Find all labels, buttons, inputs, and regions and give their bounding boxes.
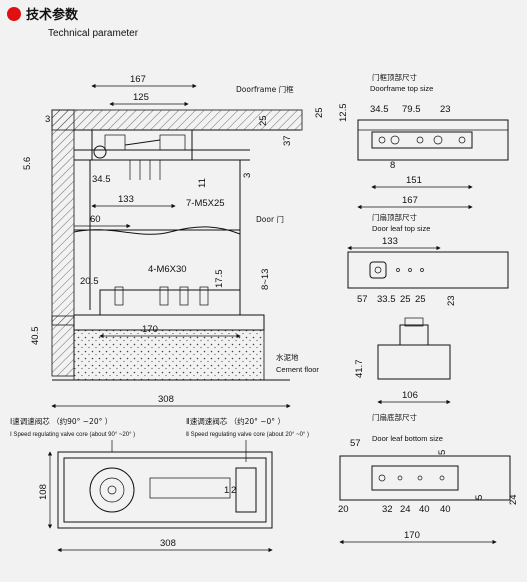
label-cement-en: Cement floor	[276, 365, 319, 374]
dim-20-5: 20.5	[80, 276, 99, 287]
frame-top-title-cn: 门框顶部尺寸	[372, 72, 417, 82]
bottom-plan-view	[57, 440, 273, 529]
leaf-bottom-dim-24b: 24	[400, 504, 411, 515]
frame-top-title-en: Doorframe top size	[370, 84, 433, 93]
dim-8-13: 8~13	[260, 269, 271, 290]
label-doorframe: Doorframe 门框	[236, 84, 294, 94]
leaf-bottom-title-en: Door leaf bottom size	[372, 434, 443, 443]
leaf-bottom-dim-24: 24	[508, 494, 519, 505]
dim-3-top: 3	[45, 114, 50, 125]
label-screw-4m6x30: 4-M6X30	[148, 264, 187, 275]
bullet-icon	[7, 7, 21, 21]
closer-dim-41-7: 41.7	[354, 360, 365, 379]
leaf-top-title-cn: 门扇顶部尺寸	[372, 212, 417, 222]
dim-60: 60	[90, 214, 101, 225]
frame-top-dim-167: 167	[402, 195, 418, 206]
valve1-en: Ⅰ Speed regulating valve core (about 90°…	[10, 432, 135, 438]
dim-25: 25	[258, 115, 269, 126]
frame-top-dim-23: 23	[440, 104, 451, 115]
dim-125: 125	[133, 92, 149, 103]
leaf-top-dim-33-5: 33.5	[377, 294, 396, 305]
leaf-top-dim-25b: 25	[415, 294, 426, 305]
leaf-bottom-dim-170: 170	[404, 530, 420, 541]
title-cn: 技术参数	[26, 7, 79, 23]
doorframe-top-view	[357, 119, 509, 161]
label-door: Door 门	[256, 215, 284, 224]
frame-top-dim-79-5: 79.5	[402, 104, 421, 115]
frame-top-dim-34-5: 34.5	[370, 104, 389, 115]
frame-top-dim-25: 25	[314, 107, 325, 118]
dim-34-5: 34.5	[92, 174, 111, 185]
label-screw-7m5x25: 7-M5X25	[186, 198, 225, 209]
leaf-top-dim-25a: 25	[400, 294, 411, 305]
bottom-dim-308: 308	[160, 538, 176, 549]
leaf-top-dim-23: 23	[446, 295, 457, 306]
door-leaf-bottom-view	[339, 455, 511, 501]
main-elevation-view	[51, 109, 303, 381]
leaf-bottom-dim-57: 57	[350, 438, 361, 449]
frame-top-dim-151: 151	[406, 175, 422, 186]
leaf-top-dim-133: 133	[382, 236, 398, 247]
dim-133: 133	[118, 194, 134, 205]
leaf-top-dim-57: 57	[357, 294, 368, 305]
frame-top-dim-12-5: 12.5	[338, 104, 349, 123]
label-cement-cn: 水泥地	[276, 352, 299, 362]
valve2-en: Ⅱ Speed regulating valve core (about 20°…	[186, 432, 309, 438]
dim-167: 167	[130, 74, 146, 85]
dim-308-main: 308	[158, 394, 174, 405]
door-leaf-top-view	[347, 251, 509, 289]
valve2-cn: Ⅱ速调速阀芯 （约20° ~0° ）	[186, 416, 285, 426]
closer-side-view	[377, 317, 451, 380]
leaf-bottom-dim-5b: 5	[474, 495, 485, 500]
dim-40-5: 40.5	[30, 327, 41, 346]
dim-5-6: 5.6	[22, 157, 33, 170]
bottom-marker-2: 2	[231, 485, 236, 496]
dim-17-5: 17.5	[214, 270, 225, 289]
bottom-marker-1: 1	[224, 485, 229, 496]
frame-top-dim-8: 8	[390, 160, 395, 171]
leaf-bottom-dim-40: 40	[419, 504, 430, 515]
closer-dim-106: 106	[402, 390, 418, 401]
leaf-top-title-en: Door leaf top size	[372, 224, 430, 233]
bottom-dim-108: 108	[38, 484, 49, 500]
leaf-bottom-dim-32: 32	[382, 504, 393, 515]
valve1-cn: Ⅰ速调速阀芯 （约90° ~20° ）	[10, 416, 112, 426]
leaf-bottom-dim-40b: 40	[440, 504, 451, 515]
dim-3-right: 3	[242, 173, 253, 178]
leaf-bottom-dim-20: 20	[338, 504, 349, 515]
dim-11: 11	[197, 178, 208, 188]
dim-37: 37	[282, 135, 293, 146]
leaf-bottom-dim-5: 5	[437, 450, 448, 455]
dim-170-main: 170	[142, 324, 158, 335]
title-en: Technical parameter	[48, 28, 139, 39]
leaf-bottom-title-cn: 门扇底部尺寸	[372, 412, 417, 422]
